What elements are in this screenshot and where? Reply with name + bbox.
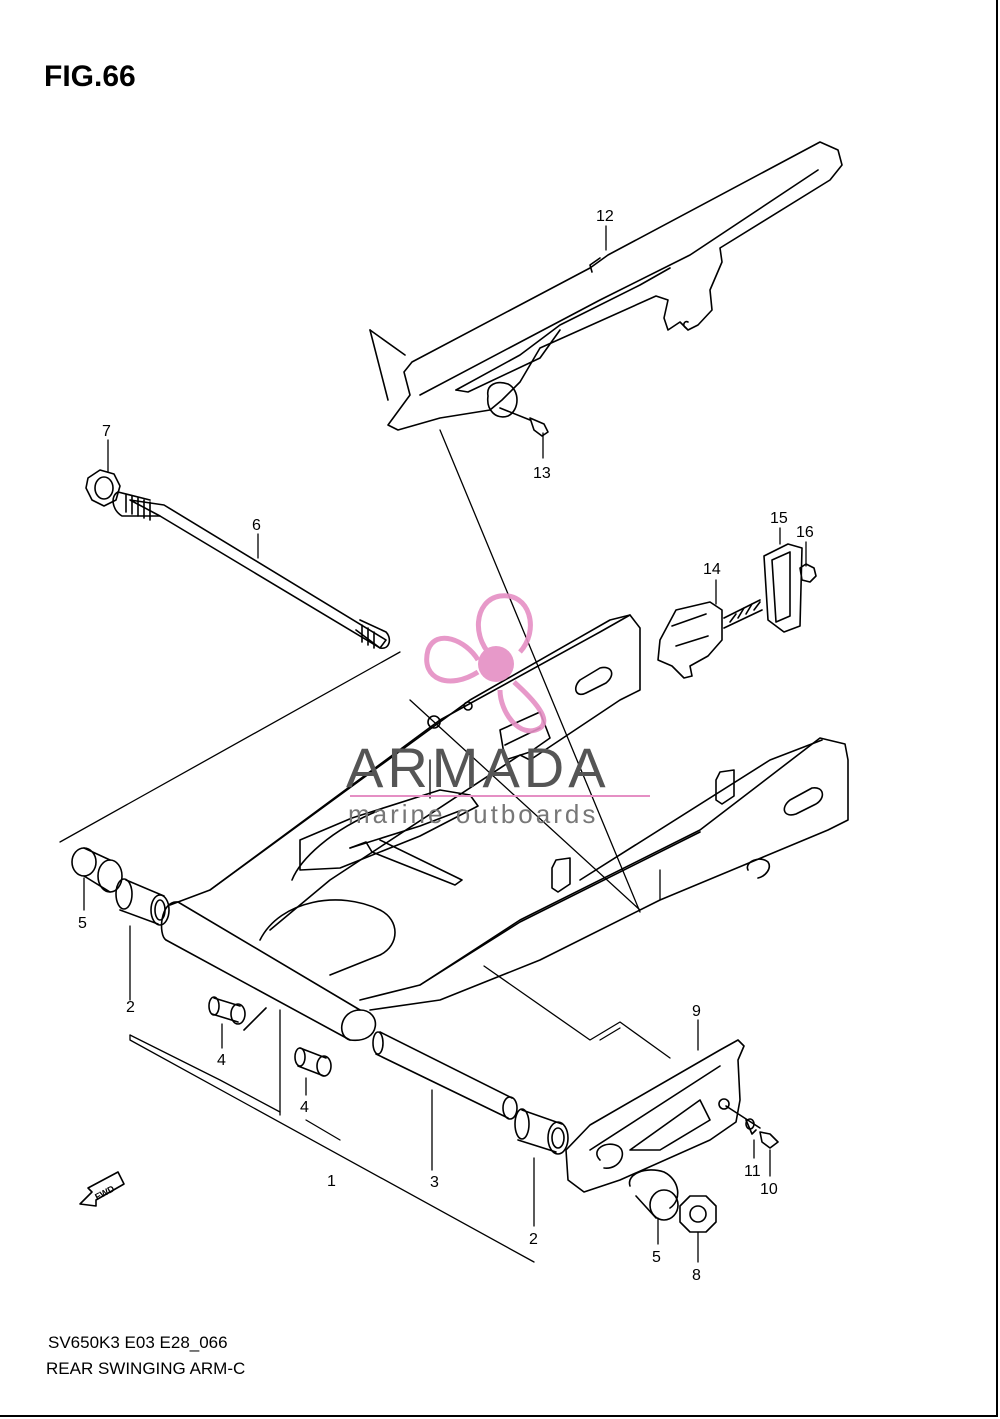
fwd-arrow-icon [79, 1171, 125, 1207]
callout-2: 2 [529, 1231, 538, 1248]
watermark-propeller-icon [424, 593, 547, 734]
adjuster-14-part [657, 599, 763, 679]
callout-11: 11 [744, 1163, 761, 1180]
callout-4: 4 [300, 1099, 309, 1116]
spacer-3-part [372, 1031, 518, 1120]
swing-arm-part [160, 614, 849, 1041]
bolt-10-part [725, 1105, 779, 1149]
callout-2: 2 [126, 999, 135, 1016]
nut-16-part [799, 563, 817, 583]
lock-nut-7-part [85, 469, 121, 507]
bearing-2-right-part [514, 1108, 569, 1155]
callout-1: 1 [327, 1173, 336, 1190]
collar-5-right-part [628, 1169, 679, 1221]
figure-caption: REAR SWINGING ARM-C [46, 1359, 246, 1378]
chain-guard-part [369, 141, 843, 431]
callout-14: 14 [703, 561, 721, 578]
callout-labels: 1 2 2 3 4 4 5 5 6 7 8 9 10 11 12 13 14 1… [78, 208, 814, 1284]
bearing-4-lower-part [294, 1047, 332, 1077]
bearing-2-left-part [115, 878, 170, 926]
plate-15-part [763, 543, 803, 633]
callout-8: 8 [692, 1267, 701, 1284]
bearing-4-upper-part [208, 996, 246, 1025]
callout-5: 5 [652, 1249, 661, 1266]
callout-9: 9 [692, 1003, 701, 1020]
callout-10: 10 [760, 1181, 778, 1198]
nut-8-part [679, 1195, 717, 1233]
callout-16: 16 [796, 524, 814, 541]
callout-4: 4 [217, 1052, 226, 1069]
leader-lines [59, 225, 807, 1263]
callout-7: 7 [102, 423, 111, 440]
callout-5: 5 [78, 915, 87, 932]
bushing-5-left-part [71, 847, 123, 893]
figure-code: SV650K3 E03 E28_066 [48, 1333, 228, 1352]
callout-13: 13 [533, 465, 551, 482]
watermark-brand: ARMADA [346, 736, 610, 799]
adjuster-plate-9-part [565, 1039, 745, 1193]
callout-15: 15 [770, 510, 788, 527]
bolt-13-part [499, 407, 549, 437]
callout-12: 12 [596, 208, 614, 225]
watermark-tagline: marine outboards [348, 799, 599, 829]
figure-title: FIG.66 [44, 60, 136, 93]
callout-3: 3 [430, 1174, 439, 1191]
fwd-label: FWD [93, 1183, 116, 1202]
pivot-shaft-part [112, 491, 391, 649]
callout-6: 6 [252, 517, 261, 534]
